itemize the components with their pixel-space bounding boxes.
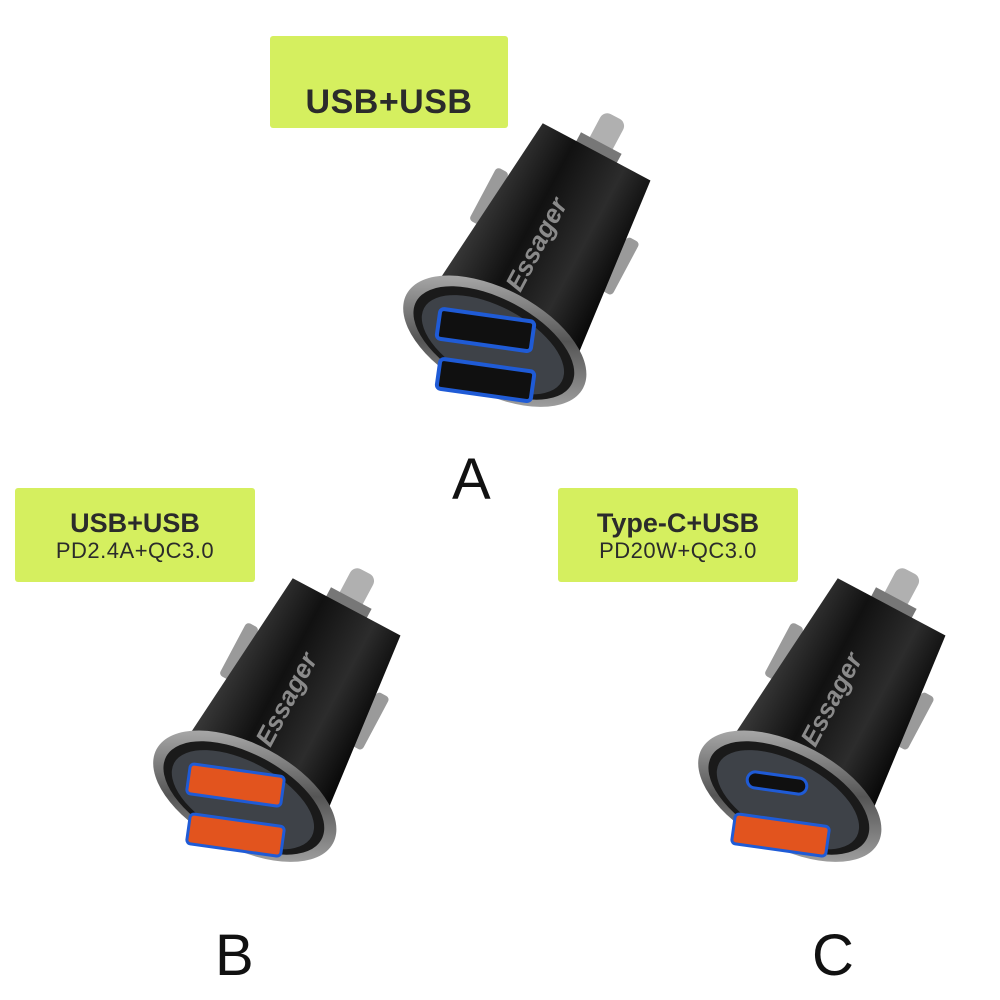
option-letter-c: C [812,923,854,988]
usb-c-port-icon [745,770,809,796]
badge-subtitle: PD2.4A+QC3.0 [55,538,215,563]
badge-title: USB+USB [70,508,200,538]
label-badge-c: Type-C+USB PD20W+QC3.0 [558,488,798,582]
label-badge-a: USB+USB [270,36,508,128]
badge-title: USB+USB [305,83,473,121]
usb-port-icon [185,762,286,858]
option-letter-b: B [215,923,254,988]
badge-title: Type-C+USB [596,508,760,538]
badge-subtitle: PD20W+QC3.0 [599,538,757,563]
car-charger-b-image: Essager [153,568,401,862]
car-charger-a-image: Essager [403,113,651,407]
label-badge-b: USB+USB PD2.4A+QC3.0 [15,488,255,582]
usb-port-icon [434,307,537,404]
option-letter-a: A [452,447,491,512]
car-charger-c-image: Essager [698,568,946,862]
usb-port-icon [730,812,831,858]
